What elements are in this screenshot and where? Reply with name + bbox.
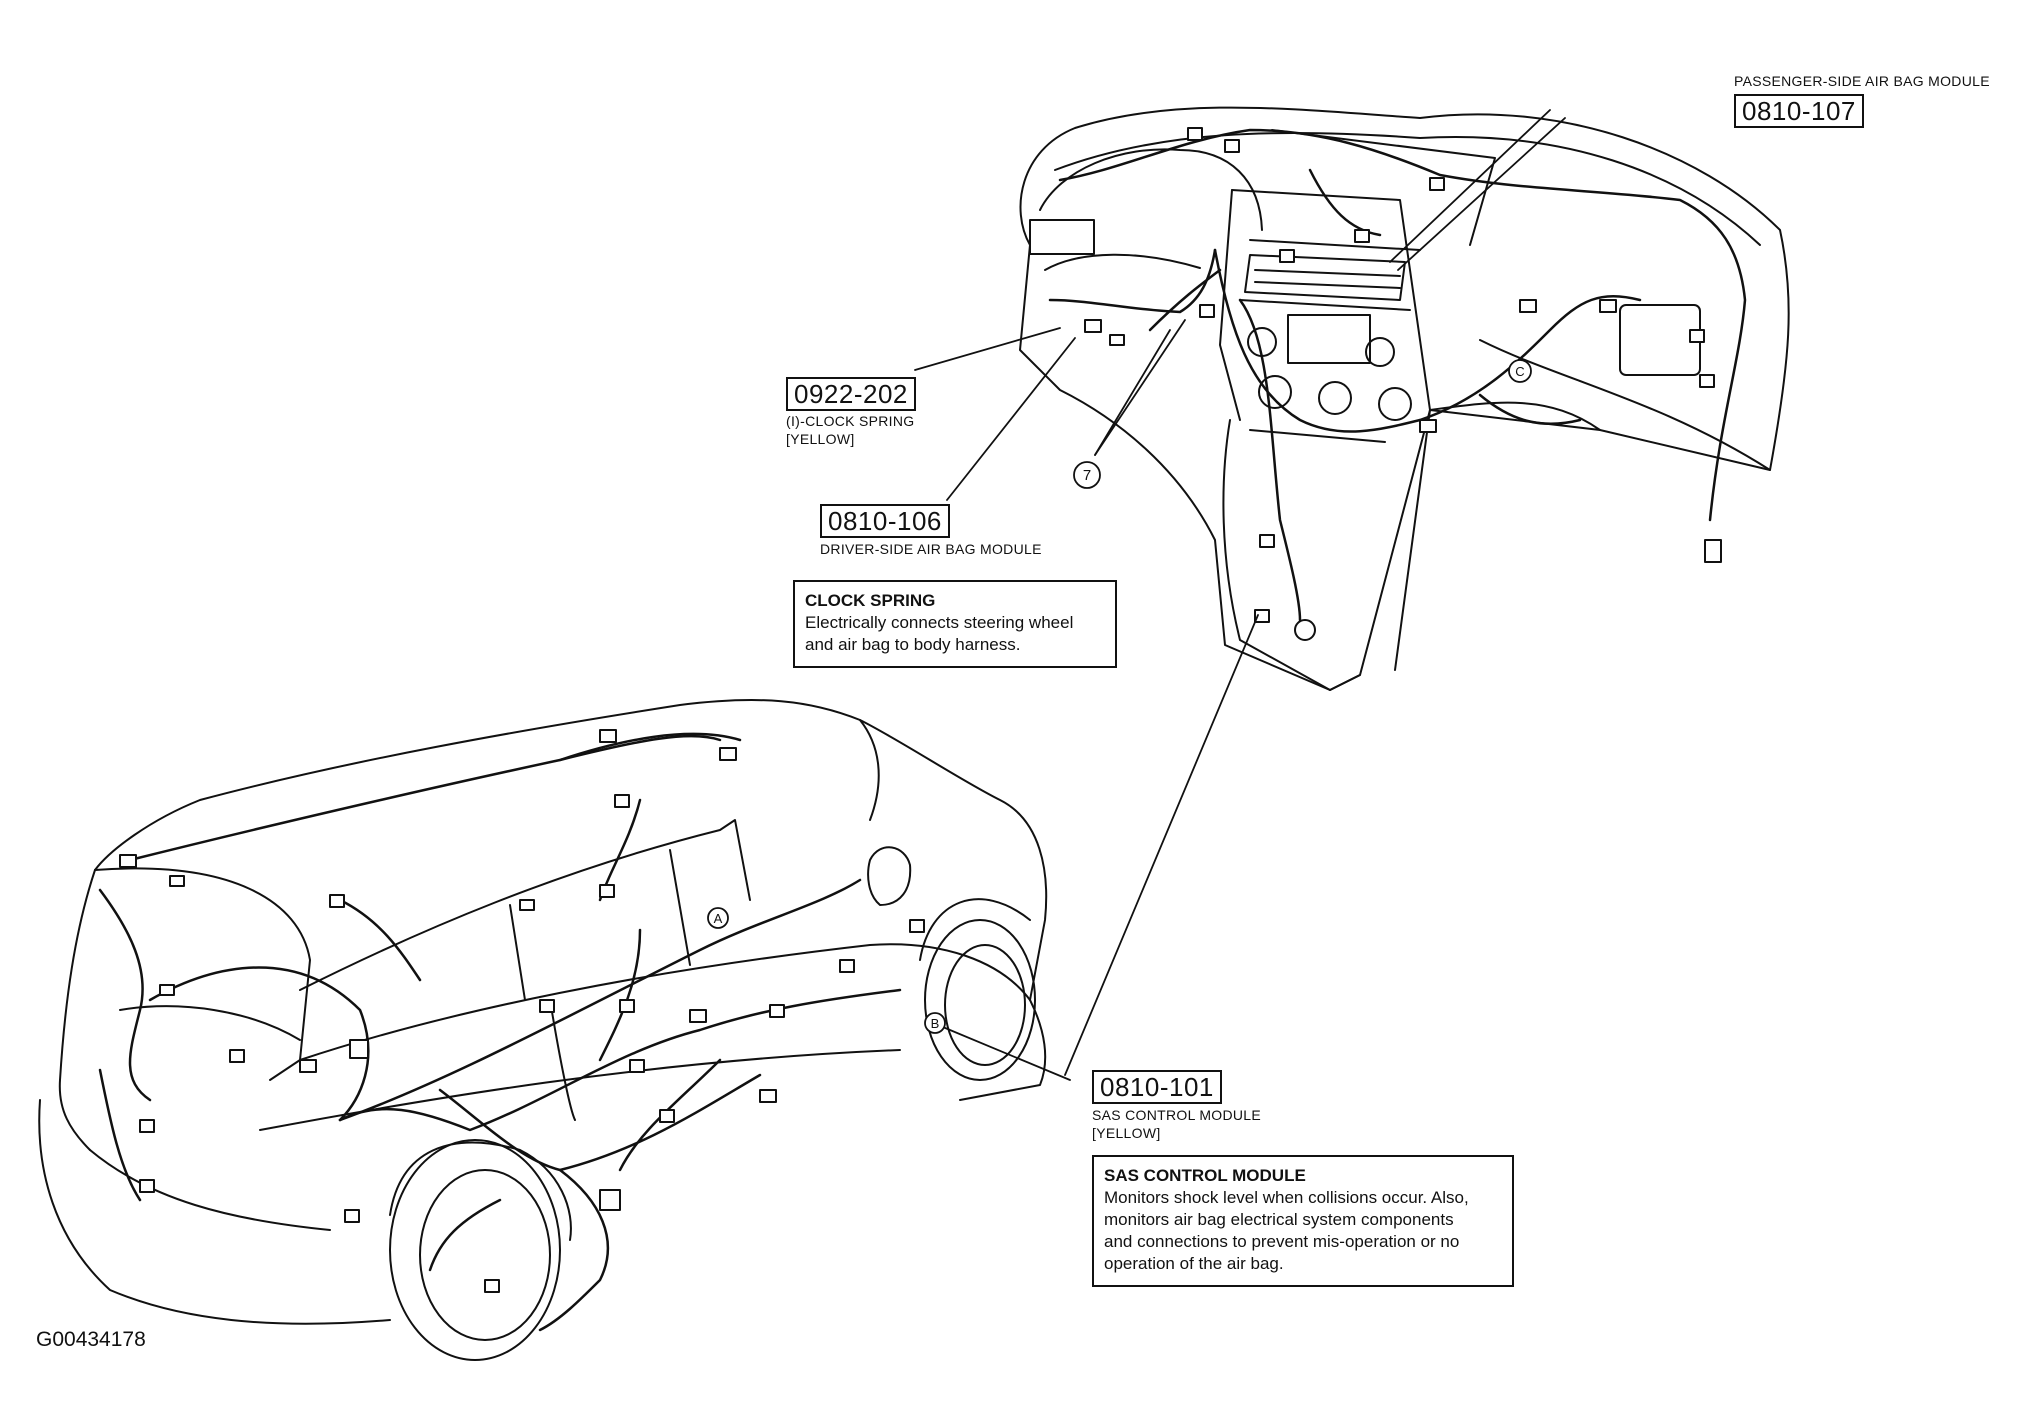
clock-spring-label: (I)-CLOCK SPRING [786, 413, 915, 429]
clock-spring-color: [YELLOW] [786, 431, 855, 447]
sas-module-note: SAS CONTROL MODULE Monitors shock level … [1092, 1155, 1514, 1287]
vehicle-body-illustration [38, 699, 1048, 1361]
sas-module-note-title: SAS CONTROL MODULE [1104, 1166, 1306, 1185]
passenger-airbag-code: 0810-107 [1734, 94, 1864, 128]
driver-airbag-code: 0810-106 [820, 504, 950, 538]
marker-a: A [707, 907, 729, 929]
driver-airbag-label: DRIVER-SIDE AIR BAG MODULE [820, 541, 1042, 557]
figure-id: G00434178 [36, 1328, 146, 1351]
clock-spring-note: CLOCK SPRING Electrically connects steer… [793, 580, 1117, 668]
dashboard-harness [1048, 128, 1747, 622]
marker-c-label: C [1515, 364, 1524, 379]
sas-module-note-line: monitors air bag electrical system compo… [1104, 1210, 1454, 1229]
marker-7: 7 [1073, 461, 1101, 489]
leader-lines [914, 109, 1566, 1081]
sas-module-note-line: and connections to prevent mis-operation… [1104, 1232, 1460, 1251]
dashboard-illustration [1019, 106, 1790, 691]
marker-7-label: 7 [1083, 467, 1091, 484]
vehicle-harness [98, 732, 902, 1332]
marker-c: C [1508, 359, 1532, 383]
clock-spring-note-line: and air bag to body harness. [805, 635, 1021, 654]
passenger-airbag-label: PASSENGER-SIDE AIR BAG MODULE [1734, 73, 1990, 89]
sas-module-code: 0810-101 [1092, 1070, 1222, 1104]
sas-module-color: [YELLOW] [1092, 1125, 1161, 1141]
vehicle-connectors [119, 729, 944, 1293]
sas-module-note-line: operation of the air bag. [1104, 1254, 1284, 1273]
sas-module-note-line: Monitors shock level when collisions occ… [1104, 1188, 1469, 1207]
marker-b: B [924, 1012, 946, 1034]
clock-spring-note-title: CLOCK SPRING [805, 591, 936, 610]
clock-spring-code: 0922-202 [786, 377, 916, 411]
marker-b-label: B [931, 1016, 940, 1031]
marker-a-label: A [714, 911, 723, 926]
dashboard-connectors [1084, 127, 1722, 641]
sas-module-label: SAS CONTROL MODULE [1092, 1107, 1262, 1123]
clock-spring-note-line: Electrically connects steering wheel [805, 613, 1074, 632]
